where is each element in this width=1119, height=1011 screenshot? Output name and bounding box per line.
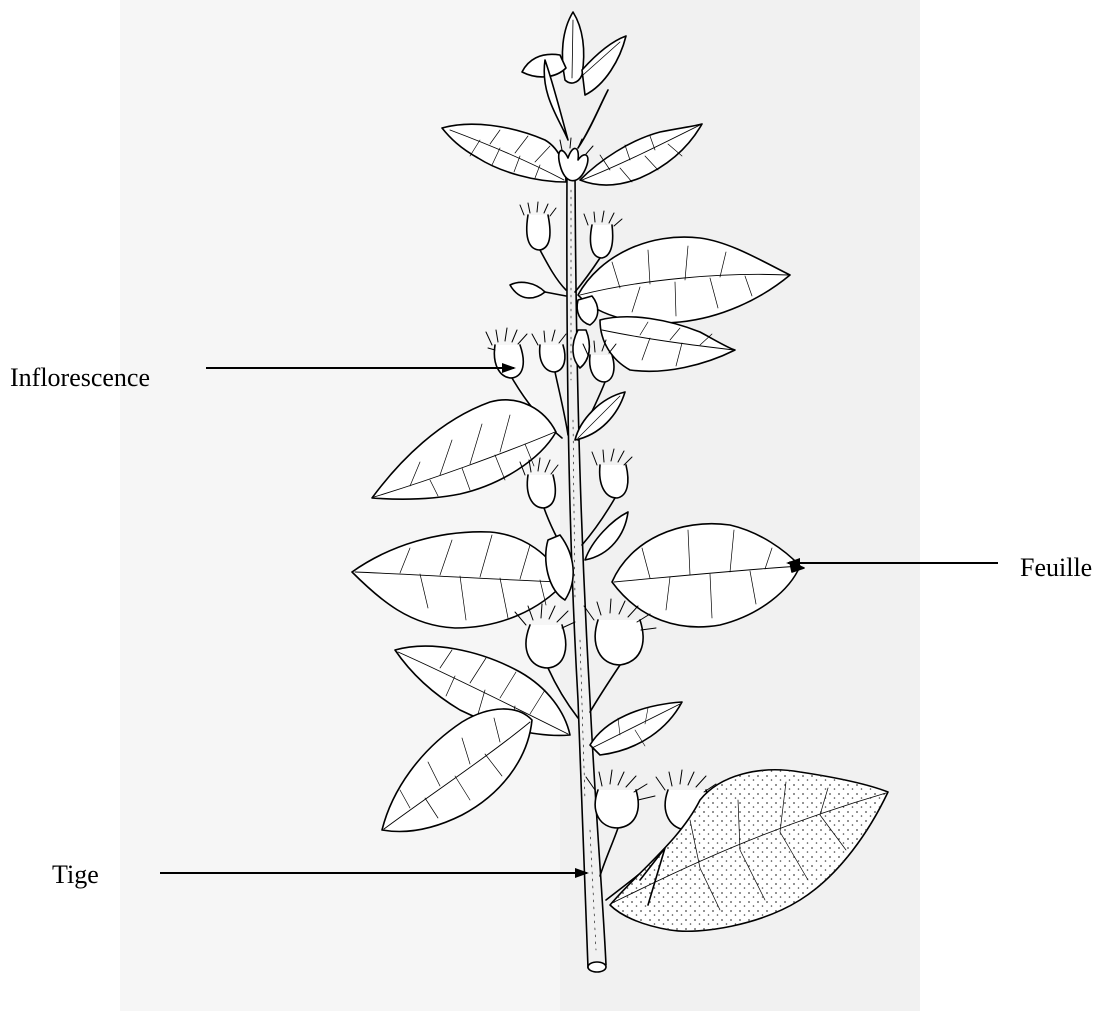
label-text-feuille: Feuille [1020,553,1092,582]
label-text-tige: Tige [52,860,99,889]
label-text-inflorescence: Inflorescence [10,363,150,392]
